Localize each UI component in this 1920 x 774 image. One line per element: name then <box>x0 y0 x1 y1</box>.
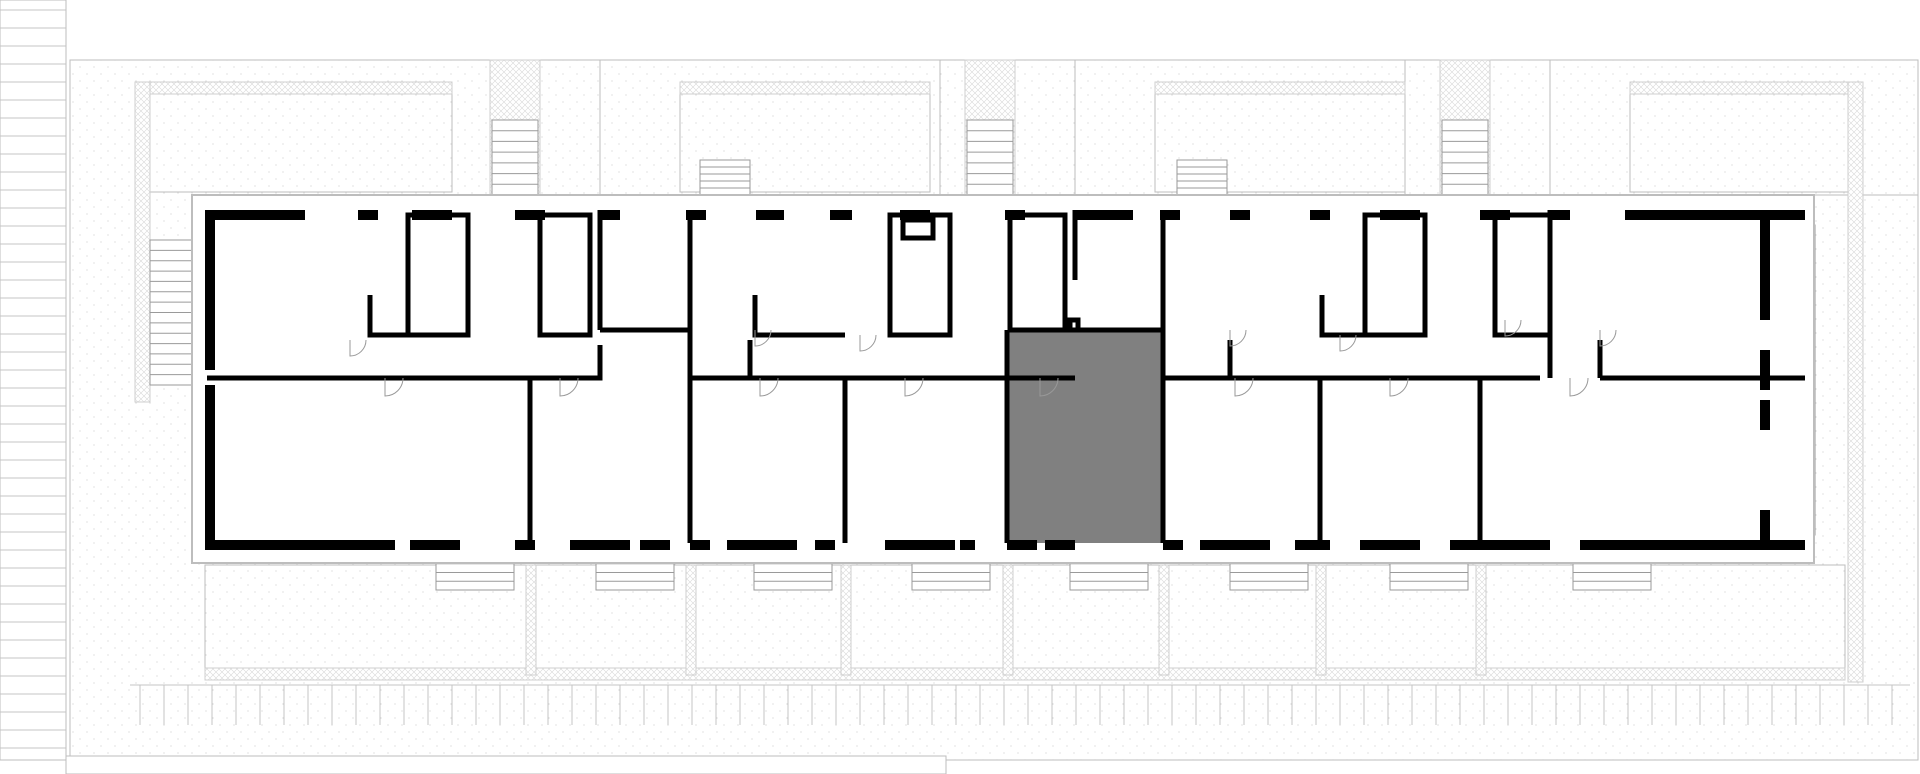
exterior-walls <box>205 210 1805 550</box>
street-strip <box>0 0 67 761</box>
highlighted-unit <box>1007 330 1163 543</box>
door-swings <box>349 319 1617 397</box>
interior-walls <box>207 210 1805 543</box>
